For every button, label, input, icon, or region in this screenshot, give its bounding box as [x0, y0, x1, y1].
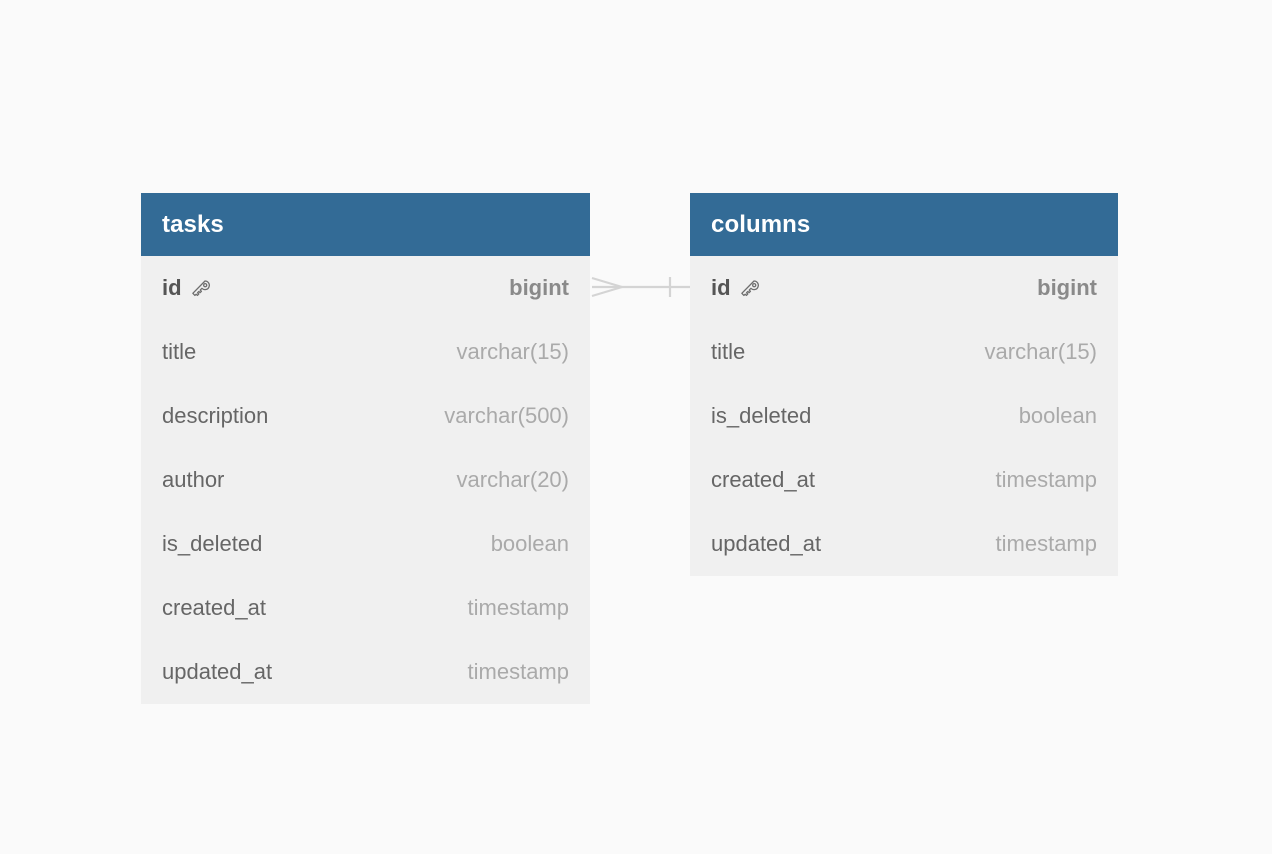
- field-name-group: description: [162, 403, 268, 429]
- field-name: title: [711, 339, 746, 364]
- field-row[interactable]: description varchar(500): [141, 384, 590, 448]
- field-name-group: id: [162, 275, 212, 301]
- field-name: is_deleted: [162, 531, 263, 556]
- field-name-group: updated_at: [162, 659, 272, 685]
- field-type: timestamp: [467, 659, 569, 684]
- field-type: varchar(15): [984, 339, 1097, 364]
- field-name: id: [162, 275, 182, 300]
- relationship-tasks-to-columns: [590, 273, 690, 301]
- field-name-group: author: [162, 467, 224, 493]
- key-icon: [739, 278, 761, 300]
- field-name: description: [162, 403, 269, 428]
- entity-title: tasks: [162, 210, 224, 238]
- field-row[interactable]: id bigint: [141, 256, 590, 320]
- field-name-group: is_deleted: [711, 403, 811, 429]
- field-type: boolean: [490, 531, 569, 556]
- field-type: boolean: [1018, 403, 1097, 428]
- key-icon: [190, 278, 212, 300]
- field-type: bigint: [1037, 275, 1097, 300]
- field-row[interactable]: title varchar(15): [690, 320, 1118, 384]
- field-row[interactable]: title varchar(15): [141, 320, 590, 384]
- field-name: created_at: [162, 595, 266, 620]
- field-name-group: created_at: [162, 595, 266, 621]
- entity-field-list: id bigint title varchar(15) description varch…: [141, 256, 590, 704]
- field-row[interactable]: id bigint: [690, 256, 1118, 320]
- field-row[interactable]: author varchar(20): [141, 448, 590, 512]
- field-row[interactable]: created_at timestamp: [690, 448, 1118, 512]
- field-type: timestamp: [995, 467, 1097, 492]
- field-name-group: is_deleted: [162, 531, 262, 557]
- field-row[interactable]: updated_at timestamp: [141, 640, 590, 704]
- field-row[interactable]: updated_at timestamp: [690, 512, 1118, 576]
- field-name: updated_at: [711, 531, 822, 556]
- entity-table-tasks[interactable]: tasks id bigint title varchar(15) description…: [141, 193, 590, 704]
- field-name: is_deleted: [711, 403, 812, 428]
- field-row[interactable]: is_deleted boolean: [690, 384, 1118, 448]
- field-name: updated_at: [162, 659, 273, 684]
- field-name: id: [711, 275, 731, 300]
- field-type: varchar(15): [456, 339, 569, 364]
- field-row[interactable]: created_at timestamp: [141, 576, 590, 640]
- field-type: timestamp: [995, 531, 1097, 556]
- field-name: created_at: [711, 467, 815, 492]
- field-name-group: id: [711, 275, 761, 301]
- field-type: varchar(500): [444, 403, 569, 428]
- entity-table-columns[interactable]: columns id bigint title varchar(15) is_delete…: [690, 193, 1118, 576]
- field-row[interactable]: is_deleted boolean: [141, 512, 590, 576]
- field-name-group: title: [711, 339, 745, 365]
- field-type: varchar(20): [456, 467, 569, 492]
- field-name-group: updated_at: [711, 531, 821, 557]
- entity-title: columns: [711, 210, 811, 238]
- entity-header-tasks[interactable]: tasks: [141, 193, 590, 256]
- field-name: title: [162, 339, 197, 364]
- field-name: author: [162, 467, 225, 492]
- entity-header-columns[interactable]: columns: [690, 193, 1118, 256]
- field-name-group: title: [162, 339, 196, 365]
- field-name-group: created_at: [711, 467, 815, 493]
- field-type: bigint: [509, 275, 569, 300]
- field-type: timestamp: [467, 595, 569, 620]
- entity-field-list: id bigint title varchar(15) is_deleted boolea…: [690, 256, 1118, 576]
